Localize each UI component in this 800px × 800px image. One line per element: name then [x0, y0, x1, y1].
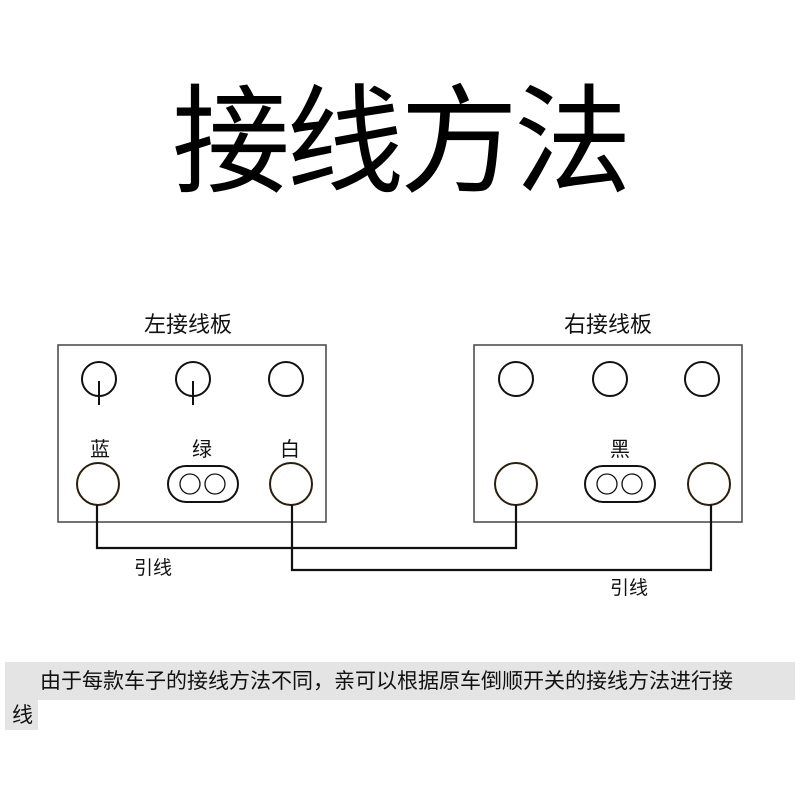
- right-top-terminal-1-icon: [498, 361, 534, 397]
- lead-wire-2: [290, 505, 713, 572]
- page-title: 接线方法: [171, 73, 632, 211]
- lead-label-2: 引线: [610, 577, 649, 599]
- right-board-label: 右接线板: [563, 313, 652, 338]
- left-top-terminal-2-icon: [175, 361, 211, 405]
- lead-label-1: 引线: [134, 557, 173, 579]
- white-terminal-icon: [269, 462, 313, 506]
- note-text-line2: 线: [12, 703, 33, 727]
- right-top-terminal-3-icon: [684, 361, 720, 397]
- green-label: 绿: [192, 437, 212, 461]
- note-band-curve: [38, 700, 108, 740]
- black-label: 黑: [610, 437, 630, 461]
- right-bottom-terminal-1-icon: [494, 462, 538, 506]
- black-terminal-icon: [584, 465, 656, 503]
- lead-wire-1: [95, 505, 518, 550]
- right-board: [473, 344, 743, 523]
- green-terminal-icon: [167, 465, 239, 503]
- blue-label: 蓝: [90, 437, 110, 461]
- left-board: [57, 344, 327, 523]
- right-top-terminal-2-icon: [592, 361, 628, 397]
- left-board-label: 左接线板: [143, 313, 232, 338]
- white-label: 白: [280, 437, 300, 461]
- left-top-terminal-1-icon: [81, 361, 117, 405]
- right-bottom-terminal-3-icon: [687, 462, 731, 506]
- left-top-terminal-3-icon: [268, 361, 304, 397]
- note-text-line1: 由于每款车子的接线方法不同，亲可以根据原车倒顺开关的接线方法进行接: [40, 669, 733, 693]
- blue-terminal-icon: [76, 462, 120, 506]
- note-band-tail: [5, 700, 38, 730]
- note-band: [5, 662, 795, 700]
